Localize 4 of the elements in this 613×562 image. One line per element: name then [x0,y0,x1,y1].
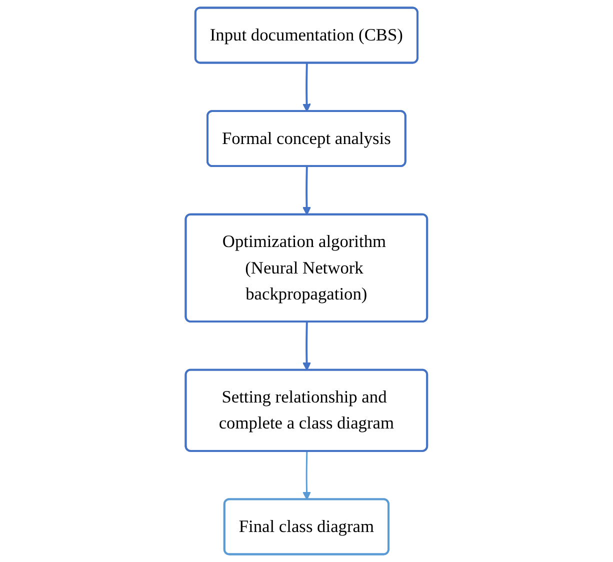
arrow [302,63,312,112]
arrow [302,322,312,371]
arrow [302,166,312,216]
arrow [302,451,312,500]
